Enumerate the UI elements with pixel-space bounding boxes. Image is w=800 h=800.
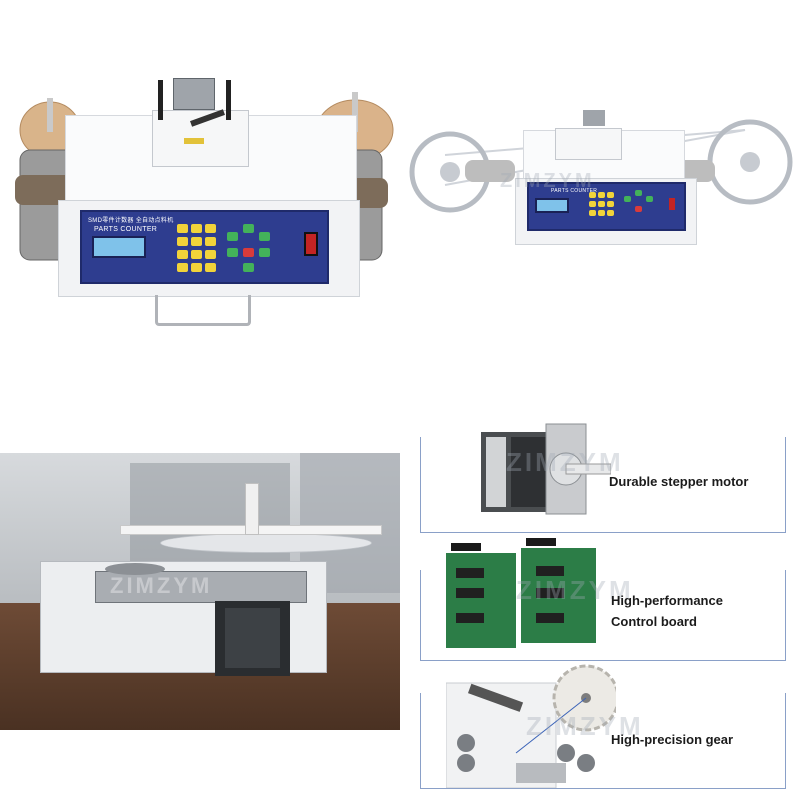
machine-front-photo: SMD零件计数器 全自动点料机 PARTS COUNTER xyxy=(10,70,400,340)
precision-gear-image xyxy=(446,664,616,788)
feature-label-control-line1: High-performance xyxy=(611,593,723,608)
keypad xyxy=(177,224,297,279)
panel-title: SMD零件计数器 全自动点料机 xyxy=(88,218,174,224)
control-board-image xyxy=(446,538,596,648)
stepper-motor-image xyxy=(481,423,611,515)
small-control-panel: PARTS COUNTER xyxy=(527,182,686,231)
watermark: ZIMZYM xyxy=(500,170,595,192)
feature-label-precision-gear: High-precision gear xyxy=(611,732,734,747)
feature-box-stepper-motor: ZIMZYM Durable stepper motor xyxy=(420,423,786,533)
power-switch xyxy=(304,232,318,256)
lcd-display xyxy=(92,236,146,258)
feature-box-precision-gear: ZIMZYM High-precision gear xyxy=(420,664,786,789)
machine-with-reels-photo: PARTS COUNTER ZIMZYM xyxy=(405,100,795,260)
control-panel: SMD零件计数器 全自动点料机 PARTS COUNTER xyxy=(80,210,329,284)
front-handle xyxy=(155,295,251,326)
feature-label-control-line2: Control board xyxy=(611,614,697,629)
feature-box-control-board: ZIMZYM High-performance Control board xyxy=(420,538,786,661)
small-panel-subtitle: PARTS COUNTER xyxy=(551,188,598,194)
feature-label-stepper-motor: Durable stepper motor xyxy=(609,474,749,489)
panel-subtitle: PARTS COUNTER xyxy=(94,226,158,233)
machine-side-photo: ZIMZYM xyxy=(0,453,400,730)
